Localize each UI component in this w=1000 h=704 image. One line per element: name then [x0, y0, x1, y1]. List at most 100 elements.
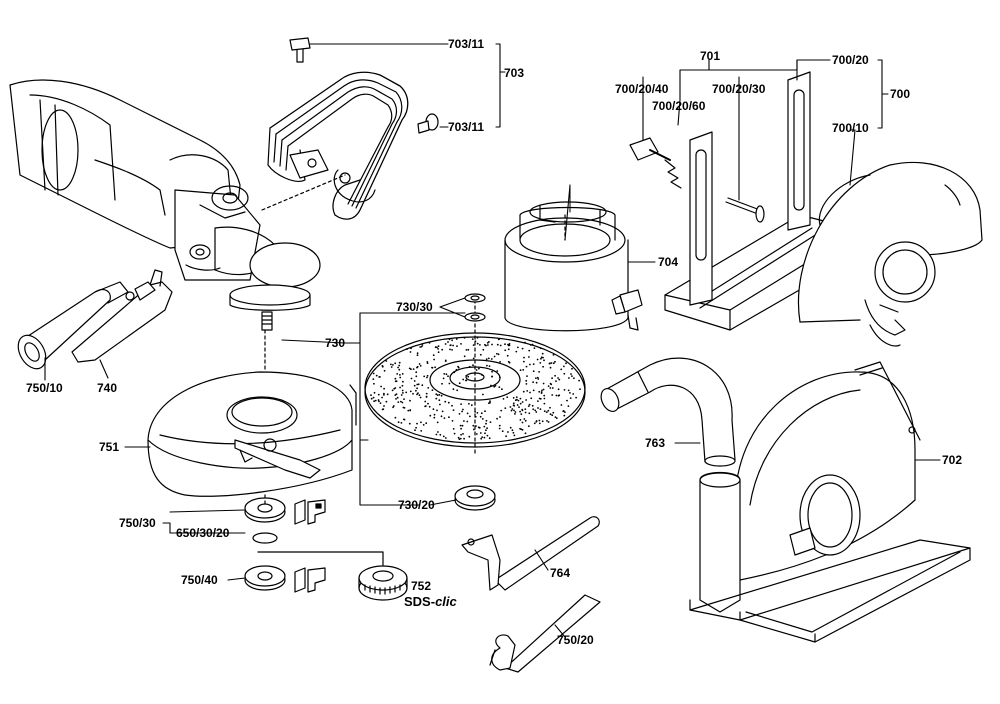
- disc-grit-dot: [460, 427, 462, 430]
- disc-grit-dot: [433, 413, 436, 416]
- disc-grit-dot: [551, 377, 553, 380]
- disc-grit-dot: [373, 400, 375, 403]
- disc-grit-dot: [555, 380, 557, 382]
- disc-grit-dot: [468, 435, 471, 438]
- label-750-40: 750/40: [181, 573, 218, 587]
- disc-grit-dot: [410, 347, 412, 350]
- label-752: 752: [411, 579, 431, 593]
- disc-grit-dot: [474, 411, 476, 413]
- disc-grit-dot: [456, 389, 459, 392]
- disc-grit-dot: [409, 390, 412, 393]
- disc-grit-dot: [419, 365, 422, 367]
- disc-grit-dot: [532, 389, 535, 392]
- disc-grit-dot: [436, 394, 439, 396]
- disc-grit-dot: [485, 422, 487, 425]
- disc-grit-dot: [398, 368, 401, 371]
- disc-grit-dot: [572, 393, 575, 395]
- disc-grit-dot: [472, 364, 474, 367]
- disc-grit-dot: [498, 424, 501, 427]
- disc-grit-dot: [394, 394, 397, 396]
- disc-grit-dot: [405, 391, 408, 394]
- disc-grit-dot: [397, 366, 399, 369]
- label-704: 704: [658, 255, 678, 269]
- disc-grit-dot: [481, 374, 483, 376]
- disc-grit-dot: [537, 378, 540, 380]
- disc-grit-dot: [524, 411, 527, 414]
- disc-grit-dot: [541, 420, 544, 423]
- disc-grit-dot: [530, 397, 533, 400]
- disc-grit-dot: [513, 404, 516, 407]
- disc-grit-dot: [386, 393, 389, 396]
- disc-grit-dot: [403, 418, 406, 421]
- disc-grit-dot: [557, 388, 560, 391]
- disc-grit-dot: [470, 404, 473, 407]
- disc-grit-dot: [501, 430, 504, 433]
- disc-grit-dot: [456, 345, 458, 347]
- flange-nut-750-30: [244, 494, 286, 523]
- disc-grit-dot: [537, 400, 539, 402]
- o-ring: [252, 532, 278, 544]
- label-750-20: 750/20: [557, 633, 594, 647]
- disc-grit-dot: [552, 411, 555, 414]
- disc-grit-dot: [440, 415, 443, 418]
- disc-grit-dot: [447, 375, 449, 378]
- disc-grit-dot: [383, 369, 386, 372]
- disc-grit-dot: [458, 413, 461, 415]
- disc-grit-dot: [523, 356, 525, 359]
- disc-grit-dot: [402, 380, 404, 383]
- disc-grit-dot: [499, 344, 502, 347]
- disc-grit-dot: [509, 426, 512, 429]
- disc-grit-dot: [395, 393, 398, 395]
- disc-grit-dot: [538, 390, 541, 393]
- disc-grit-dot: [549, 362, 551, 365]
- disc-grit-dot: [391, 389, 394, 392]
- disc-grit-dot: [533, 422, 536, 425]
- disc-grit-dot: [528, 349, 531, 352]
- disc-grit-dot: [370, 397, 373, 400]
- disc-grit-dot: [513, 434, 516, 437]
- disc-grit-dot: [531, 404, 534, 407]
- disc-grit-dot: [551, 387, 554, 389]
- disc-grit-dot: [406, 348, 408, 350]
- disc-grit-dot: [423, 375, 426, 378]
- disc-grit-dot: [502, 398, 505, 400]
- disc-grit-dot: [491, 370, 493, 373]
- disc-grit-dot: [525, 365, 528, 368]
- disc-grit-dot: [499, 376, 501, 379]
- disc-grit-dot: [447, 401, 450, 404]
- disc-grit-dot: [466, 412, 469, 415]
- disc-grit-dot: [563, 372, 566, 375]
- spindle-nut-symbol: [294, 499, 326, 525]
- disc-grit-dot: [394, 362, 397, 365]
- disc-grit-dot: [535, 420, 538, 422]
- disc-grit-dot: [504, 343, 506, 346]
- disc-grit-dot: [535, 411, 538, 413]
- disc-grit-dot: [413, 384, 416, 387]
- disc-grit-dot: [401, 389, 404, 392]
- label-703-11-top: 703/11: [448, 37, 484, 51]
- disc-grit-dot: [383, 405, 385, 407]
- disc-grit-dot: [536, 376, 539, 379]
- disc-grit-dot: [418, 394, 421, 397]
- disc-grit-dot: [476, 342, 479, 345]
- disc-grit-dot: [433, 416, 436, 419]
- disc-grit-dot: [440, 394, 443, 397]
- disc-grit-dot: [460, 433, 462, 436]
- disc-grit-dot: [421, 384, 424, 387]
- label-700-20-60: 700/20/60: [652, 99, 706, 113]
- part-labels: 703/11 703 703/11 701 700/20/40 700/20/3…: [26, 37, 962, 647]
- disc-grit-dot: [424, 400, 427, 403]
- label-763: 763: [645, 436, 665, 450]
- disc-grit-dot: [474, 415, 477, 418]
- disc-grit-dot: [476, 412, 479, 414]
- disc-grit-dot: [505, 435, 507, 438]
- disc-grit-dot: [399, 374, 401, 376]
- disc-grit-dot: [560, 404, 563, 406]
- disc-grit-dot: [390, 363, 392, 366]
- disc-grit-dot: [550, 362, 553, 364]
- clamping-flange-730-20: [454, 485, 496, 511]
- disc-grit-dot: [542, 388, 545, 391]
- disc-grit-dot: [370, 394, 372, 396]
- disc-grit-dot: [535, 377, 537, 379]
- top-handle-screw-lower: [417, 113, 439, 134]
